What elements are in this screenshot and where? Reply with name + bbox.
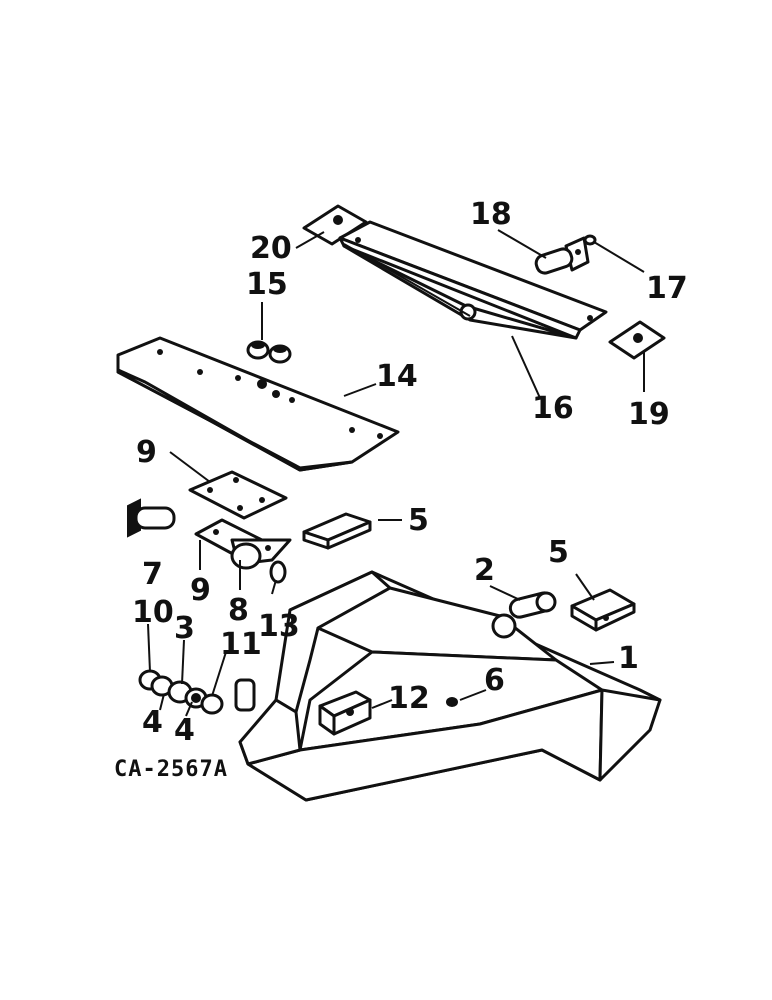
callout-15: 17 bbox=[646, 271, 688, 306]
part-11-ring bbox=[269, 560, 287, 584]
callout-5-upper: 5 bbox=[408, 503, 429, 538]
callout-5-lower: 5 bbox=[548, 535, 569, 570]
callout-8: 9 bbox=[190, 573, 211, 608]
part-2-pin bbox=[508, 591, 557, 619]
callout-12: 14 bbox=[376, 359, 418, 394]
part-10-pin bbox=[127, 498, 176, 538]
leader-lines bbox=[147, 229, 645, 717]
callout-11: 13 bbox=[258, 609, 300, 644]
callout-2: 2 bbox=[474, 553, 495, 588]
callout-7: 8 bbox=[228, 593, 249, 628]
part-8-bracket bbox=[194, 518, 292, 570]
callout-9-right: 11 bbox=[220, 627, 262, 662]
part-5-block-upper bbox=[302, 512, 372, 550]
callout-19: 19 bbox=[628, 397, 670, 432]
callout-3: 3 bbox=[174, 611, 195, 646]
callout-labels: 20 15 14 18 17 16 19 9 5 7 9 8 13 2 5 1 … bbox=[114, 197, 688, 782]
part-13-bushings bbox=[246, 340, 292, 364]
callout-1: 1 bbox=[618, 641, 639, 676]
part-19-plate bbox=[608, 320, 666, 360]
callout-16: 18 bbox=[470, 197, 512, 232]
part-17-block bbox=[318, 690, 372, 736]
part-15-washer bbox=[583, 234, 597, 246]
part-14-beam bbox=[338, 220, 608, 340]
part-16-pin bbox=[534, 236, 590, 275]
part-12-plate bbox=[116, 336, 400, 472]
callout-17: 12 bbox=[388, 681, 430, 716]
callout-4-left: 4 bbox=[142, 705, 163, 740]
part-6-washer bbox=[446, 697, 458, 707]
part-5-block-lower bbox=[570, 588, 636, 632]
callout-13: 15 bbox=[246, 267, 288, 302]
callout-20: 20 bbox=[250, 231, 292, 266]
callout-10: 7 bbox=[142, 557, 163, 592]
callout-14: 16 bbox=[532, 391, 574, 426]
callout-9-left: 10 bbox=[132, 595, 174, 630]
callout-18: 9 bbox=[136, 435, 157, 470]
drawing-code: CA-2567A bbox=[114, 757, 228, 782]
callout-6: 6 bbox=[484, 663, 505, 698]
callout-4-right: 4 bbox=[174, 713, 195, 748]
part-18-plate bbox=[188, 470, 288, 520]
